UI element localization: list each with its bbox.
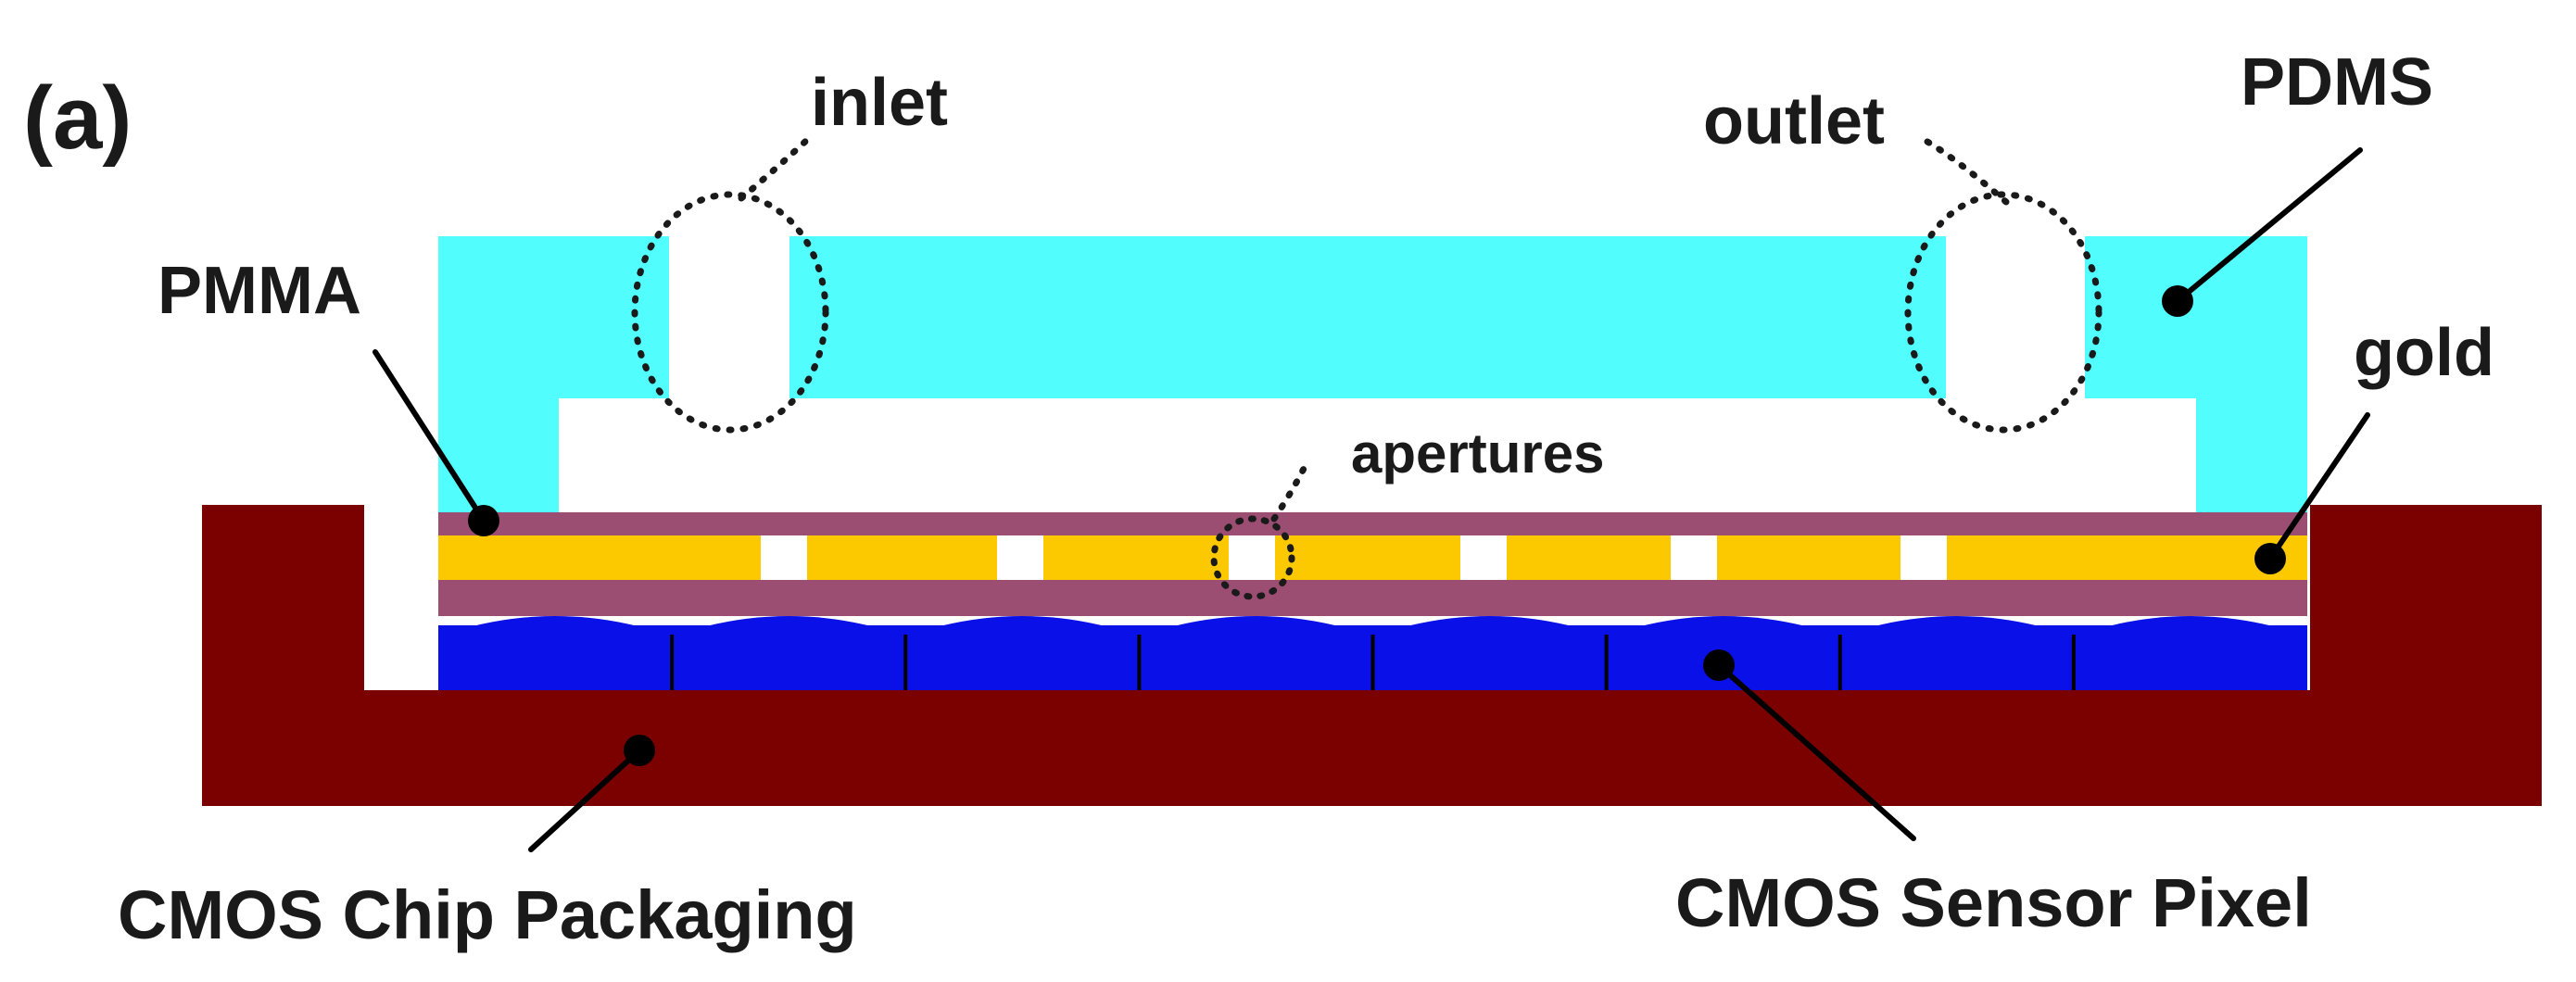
panel-label: (a) (23, 69, 132, 168)
solid-leaders (373, 147, 2370, 852)
aperture-dotted-circle (1210, 515, 1295, 600)
outlet-channel (1946, 236, 2085, 399)
aperture-group (761, 535, 1947, 580)
inlet-leader (738, 135, 812, 202)
apertures-leader (1270, 460, 1310, 522)
inlet-channel (669, 236, 789, 399)
pdms-layer (438, 236, 2307, 512)
pdms-leader (2175, 147, 2363, 304)
outlet-dotted-circle (1904, 191, 2102, 434)
cmos-packaging-label: CMOS Chip Packaging (118, 876, 857, 953)
outlet-leader (1919, 135, 2010, 206)
aperture (997, 535, 1043, 580)
gold-layer (438, 535, 2307, 580)
cmos-pixel (438, 616, 673, 690)
aperture (761, 535, 807, 580)
cmos-pixel-label: CMOS Sensor Pixel (1675, 864, 2312, 941)
pmma-dot (468, 505, 499, 536)
aperture (1900, 535, 1947, 580)
cmos-pixel-dot (1703, 649, 1735, 681)
pmma-label: PMMA (158, 254, 361, 328)
aperture (1671, 535, 1717, 580)
pdms-dot (2162, 285, 2193, 317)
cmos-packaging-dot (624, 735, 655, 766)
apertures-label: apertures (1351, 422, 1604, 485)
cmos-pixel (2073, 616, 2307, 690)
cmos-pixel (672, 616, 906, 690)
aperture (1460, 535, 1507, 580)
cmos-pixel (1372, 616, 1607, 690)
cmos-pixel (905, 616, 1140, 690)
cmos-packaging-leader (528, 748, 642, 852)
dotted-leaders (738, 135, 2010, 522)
pmma-leader (373, 349, 486, 523)
pdms-label: PDMS (2241, 45, 2433, 120)
aperture (1229, 535, 1275, 580)
cmos-pixel (1139, 616, 1373, 690)
gold-dot (2254, 543, 2286, 574)
cmos-chip-packaging-shape (202, 505, 2542, 806)
gold-label: gold (2354, 316, 2494, 390)
leader-dots (468, 285, 2286, 766)
cmos-pixel (1839, 616, 2074, 690)
cmos-pixel-leader (1716, 662, 1916, 841)
gold-leader (2267, 412, 2370, 561)
inlet-label: inlet (811, 66, 948, 140)
inlet-dotted-circle (631, 191, 829, 434)
outlet-label: outlet (1703, 84, 1885, 158)
cmos-sensor-pixel-row (438, 616, 2307, 690)
